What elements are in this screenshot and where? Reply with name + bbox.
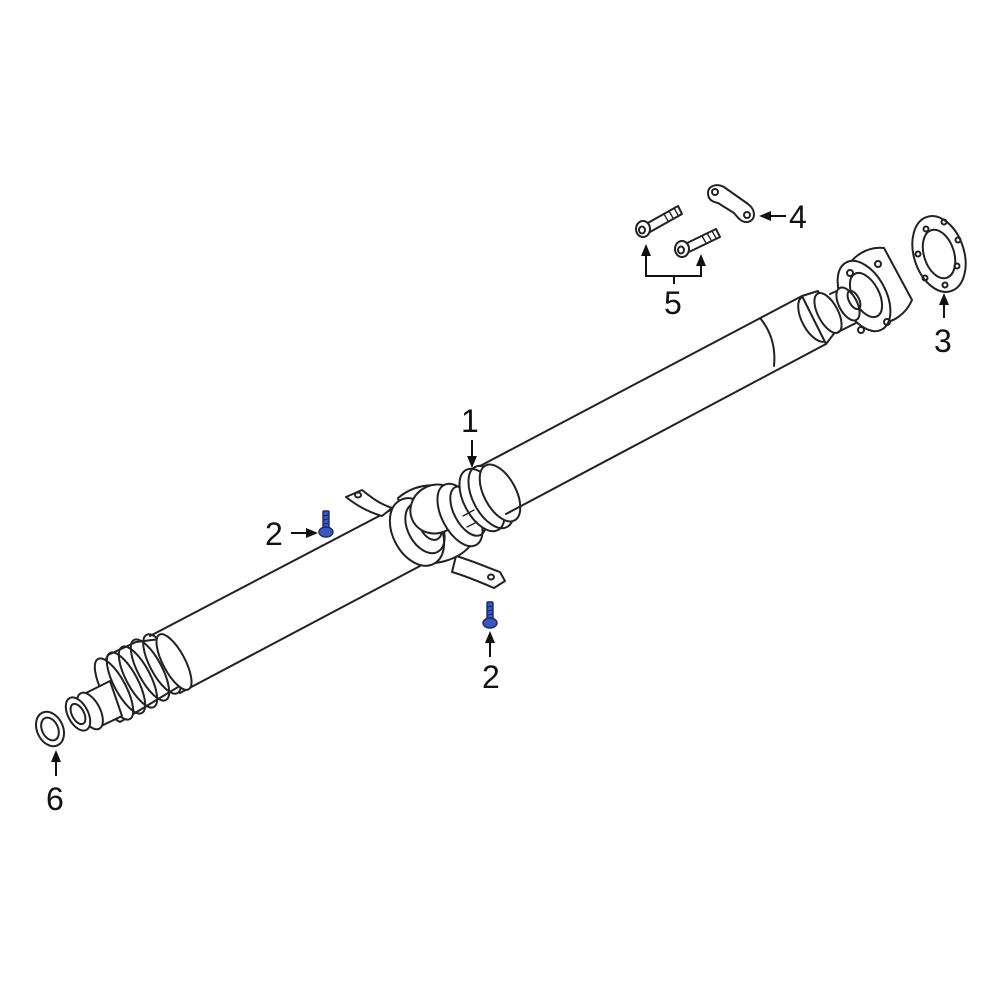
callout-leader-6 [51, 750, 61, 776]
center-bearing-bolt-lower[interactable] [482, 601, 498, 629]
callout-leader-2b [485, 631, 495, 657]
callout-leader-5 [641, 244, 706, 284]
callout-number-5: 5 [664, 285, 682, 321]
callout-leader-3 [939, 293, 949, 318]
center-bearing-bolt-upper[interactable] [318, 510, 334, 538]
driveshaft-rear-tube[interactable] [479, 285, 857, 515]
callout-leader-4 [759, 211, 786, 221]
callout-number-6: 6 [46, 781, 64, 817]
front-cv-joint[interactable] [61, 629, 199, 734]
callout-number-4: 4 [789, 199, 807, 235]
flange-gasket[interactable] [903, 209, 975, 299]
callout-leader-2a [291, 528, 318, 538]
callout-leader-1 [467, 440, 477, 468]
center-support-bearing[interactable] [345, 458, 529, 589]
callout-number-3: 3 [934, 323, 952, 359]
lock-plate[interactable] [707, 184, 755, 224]
rear-flange-joint[interactable] [827, 246, 913, 340]
callout-number-1: 1 [461, 403, 479, 439]
front-seal-ring[interactable] [31, 707, 70, 751]
callout-number-2a: 2 [265, 516, 283, 552]
driveshaft-front-tube[interactable] [149, 503, 421, 694]
flange-bolt-upper[interactable] [635, 205, 683, 238]
flange-bolt-lower[interactable] [674, 228, 721, 258]
callout-number-2b: 2 [482, 659, 500, 695]
